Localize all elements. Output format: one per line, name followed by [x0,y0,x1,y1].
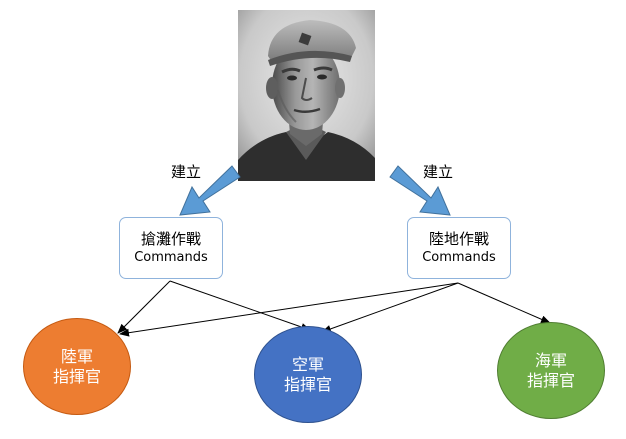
left-arrow-label: 建立 [171,163,202,181]
beach-operations-box: 搶灘作戰 Commands [119,217,223,279]
airforce-commander-line1: 空軍 [291,354,324,374]
right-arrow-label: 建立 [423,163,454,181]
line-land-to-airforce [321,282,459,333]
left-blue-arrow [179,165,241,216]
portrait-photo [238,10,375,181]
right-blue-arrow [389,165,451,216]
portrait-image [238,10,375,181]
beach-operations-title: 搶灘作戰 [140,229,201,248]
navy-commander-line2: 指揮官 [526,370,575,390]
land-operations-box: 陸地作戰 Commands [407,217,511,279]
line-beach-to-army [117,280,171,334]
navy-commander-line1: 海軍 [534,350,567,370]
line-land-to-army [119,282,459,337]
land-operations-subtitle: Commands [422,249,496,265]
airforce-commander-node: 空軍 指揮官 [254,326,362,423]
army-commander-line1: 陸軍 [60,346,93,366]
airforce-commander-line2: 指揮官 [283,374,332,394]
land-operations-title: 陸地作戰 [428,229,489,248]
army-commander-line2: 指揮官 [52,366,101,386]
line-beach-to-airforce [169,280,311,331]
army-commander-node: 陸軍 指揮官 [23,318,131,415]
beach-operations-subtitle: Commands [134,249,208,265]
navy-commander-node: 海軍 指揮官 [497,322,605,419]
line-land-to-navy [457,282,551,324]
